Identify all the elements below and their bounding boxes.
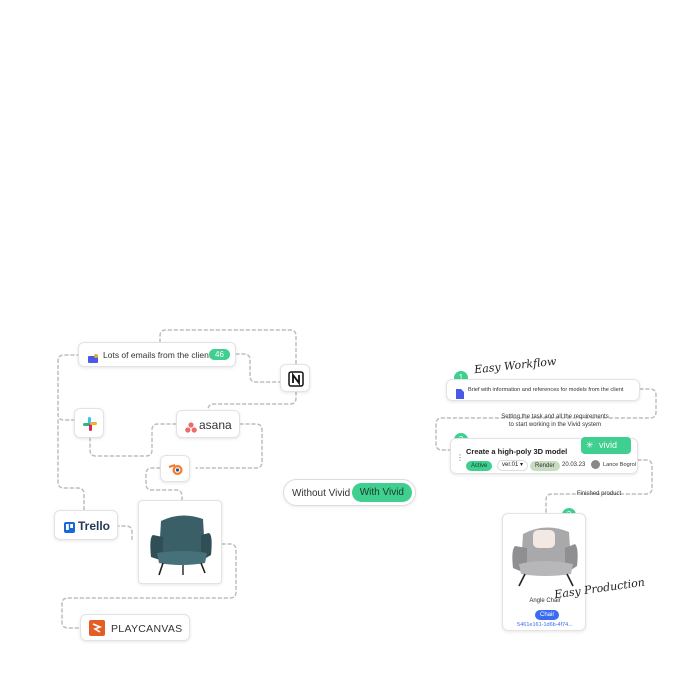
product-chair-image xyxy=(512,527,578,587)
version-value: ver.01 xyxy=(502,462,519,468)
drag-handle-icon[interactable]: ⋮ xyxy=(456,453,464,462)
version-select[interactable]: ver.01 ▾ xyxy=(497,460,529,471)
step-2-note: Finished product xyxy=(576,491,622,497)
due-date: 20.03.23 xyxy=(562,462,586,468)
with-vivid-option[interactable]: With Vivid xyxy=(351,483,412,502)
asana-label: asana xyxy=(199,418,232,432)
notion-icon xyxy=(288,371,304,392)
vivid-brand-badge: ✳ vivid xyxy=(581,437,631,454)
chair-image-card[interactable] xyxy=(138,500,222,584)
step-1-note: Setting the task and all the requirement… xyxy=(501,414,609,428)
step-2-task-card[interactable]: ⋮ Create a high-poly 3D model ✳ vivid Ac… xyxy=(450,437,638,474)
document-icon xyxy=(456,386,464,404)
trello-logo-card[interactable]: Trello xyxy=(54,510,118,540)
trello-label: Trello xyxy=(78,519,111,533)
asana-icon xyxy=(185,420,197,438)
armchair-image xyxy=(150,515,212,576)
blender-icon xyxy=(168,462,184,481)
vivid-brand-label: vivid xyxy=(599,440,618,450)
email-card[interactable]: Lots of emails from the client 46 xyxy=(78,342,236,367)
assignee-name: Lance Bogrol xyxy=(603,462,636,468)
avatar xyxy=(591,460,600,469)
vivid-toggle[interactable]: Without Vivid With Vivid xyxy=(283,479,416,506)
trello-icon xyxy=(64,520,75,538)
playcanvas-label: PLAYCANVAS xyxy=(111,623,183,635)
step-2-title: Create a high-poly 3D model xyxy=(466,447,568,456)
slack-icon xyxy=(82,416,98,437)
product-name: Angle Chair xyxy=(529,598,561,604)
email-icon xyxy=(88,350,98,363)
playcanvas-logo-card[interactable]: PLAYCANVAS xyxy=(80,614,190,641)
chevron-down-icon: ▾ xyxy=(520,462,524,468)
stage-badge[interactable]: Render xyxy=(530,461,560,471)
notion-logo-card[interactable] xyxy=(280,364,310,392)
asana-logo-card[interactable]: asana xyxy=(176,410,240,438)
email-count-badge: 46 xyxy=(209,349,230,360)
step-1-brief-card[interactable]: Brief with information and references fo… xyxy=(446,379,640,401)
vivid-logo-icon: ✳ xyxy=(586,440,594,450)
slack-logo-card[interactable] xyxy=(74,408,104,438)
blender-logo-card[interactable] xyxy=(160,455,190,482)
step-1-text: Brief with information and references fo… xyxy=(468,387,624,393)
status-badge[interactable]: Active xyxy=(466,461,493,471)
product-id-link[interactable]: 5461e161-1d6b-4f74... xyxy=(517,622,573,628)
step-3-product-card[interactable]: Angle Chair Chair 5461e161-1d6b-4f74... xyxy=(502,513,586,631)
playcanvas-icon xyxy=(89,620,105,641)
without-vivid-option[interactable]: Without Vivid xyxy=(292,488,351,499)
email-card-label: Lots of emails from the client xyxy=(103,350,212,360)
product-tag[interactable]: Chair xyxy=(535,610,560,620)
